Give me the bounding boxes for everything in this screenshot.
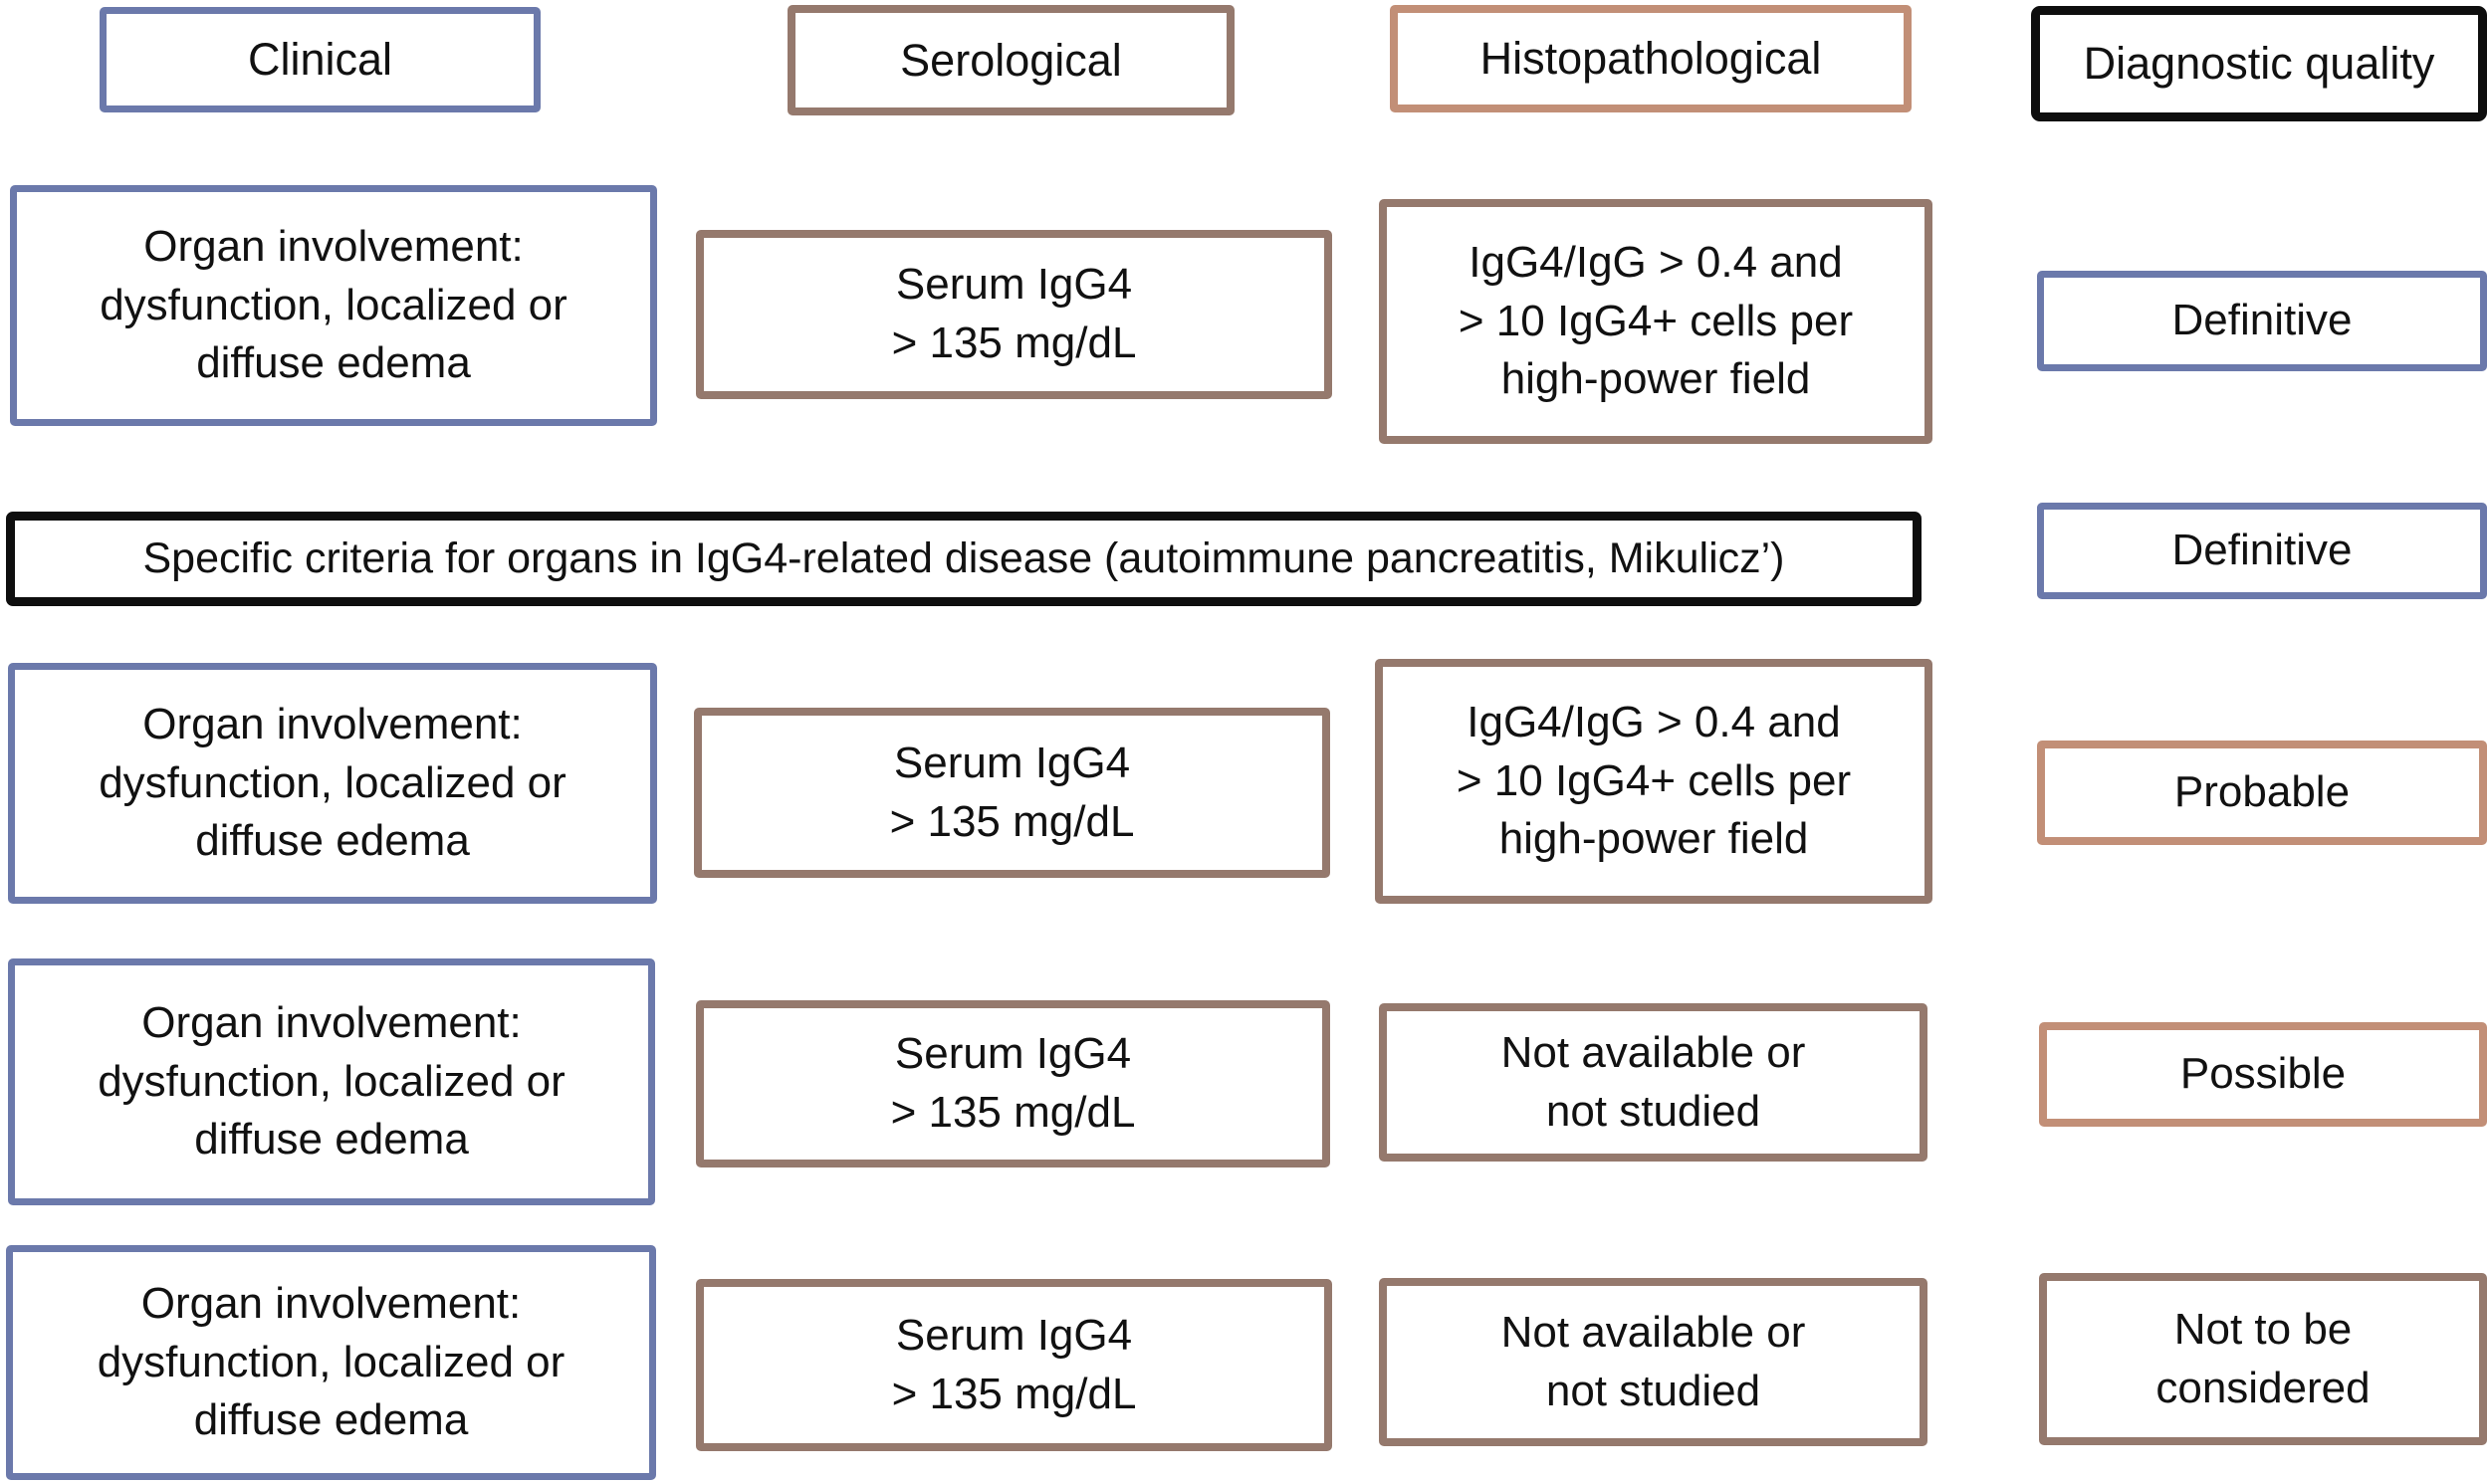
row1-serological-box: Serum IgG4 > 135 mg/dL	[696, 230, 1332, 399]
row3-diagnostic-quality-box: Probable	[2037, 741, 2487, 845]
row4-diagnostic-quality-box: Possible	[2039, 1022, 2487, 1127]
column-header-histopathological: Histopathological	[1390, 5, 1912, 112]
row2-diagnostic-quality-box: Definitive	[2037, 503, 2487, 599]
row3-histopathological-box: IgG4/IgG > 0.4 and > 10 IgG4+ cells per …	[1375, 659, 1932, 904]
column-header-serological: Serological	[788, 5, 1235, 115]
column-header-diagnostic-quality: Diagnostic quality	[2031, 6, 2487, 121]
row5-diagnostic-quality-box: Not to be considered	[2039, 1273, 2487, 1445]
row1-clinical-box: Organ involvement: dysfunction, localize…	[10, 185, 657, 426]
column-header-clinical: Clinical	[100, 7, 541, 112]
row5-serological-box: Serum IgG4 > 135 mg/dL	[696, 1279, 1332, 1451]
row4-clinical-box: Organ involvement: dysfunction, localize…	[8, 958, 655, 1205]
row4-histopathological-box: Not available or not studied	[1379, 1003, 1927, 1162]
row2-combined-criteria-box: Specific criteria for organs in IgG4-rel…	[6, 512, 1922, 606]
row1-histopathological-box: IgG4/IgG > 0.4 and > 10 IgG4+ cells per …	[1379, 199, 1932, 444]
row1-diagnostic-quality-box: Definitive	[2037, 271, 2487, 371]
row3-clinical-box: Organ involvement: dysfunction, localize…	[8, 663, 657, 904]
row5-clinical-box: Organ involvement: dysfunction, localize…	[6, 1245, 656, 1480]
row3-serological-box: Serum IgG4 > 135 mg/dL	[694, 708, 1330, 878]
row5-histopathological-box: Not available or not studied	[1379, 1278, 1927, 1446]
row4-serological-box: Serum IgG4 > 135 mg/dL	[696, 1000, 1330, 1167]
